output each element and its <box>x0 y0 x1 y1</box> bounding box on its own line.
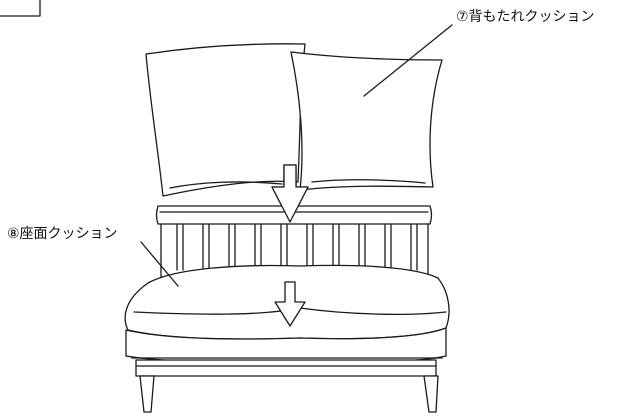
back-cushion-leader <box>363 24 453 97</box>
leg-left <box>139 375 155 413</box>
base-bottom-rail <box>135 359 437 377</box>
back-cushion-left-fold <box>169 181 283 189</box>
corner-box-fragment <box>0 0 41 17</box>
seat-cushion-leader <box>140 241 179 287</box>
back-cushion-right-fold <box>311 179 426 184</box>
down-arrow-overlay <box>271 164 309 223</box>
seat-cushion-label: ⑧座面クッション <box>7 226 118 242</box>
back-cushion-right <box>290 51 443 191</box>
leg-right <box>423 375 439 413</box>
back-slats <box>176 223 418 271</box>
down-arrow-icon <box>274 281 306 327</box>
back-cushion-label: ⑦背もたれクッション <box>456 9 595 25</box>
back-cushion-left <box>145 43 306 197</box>
